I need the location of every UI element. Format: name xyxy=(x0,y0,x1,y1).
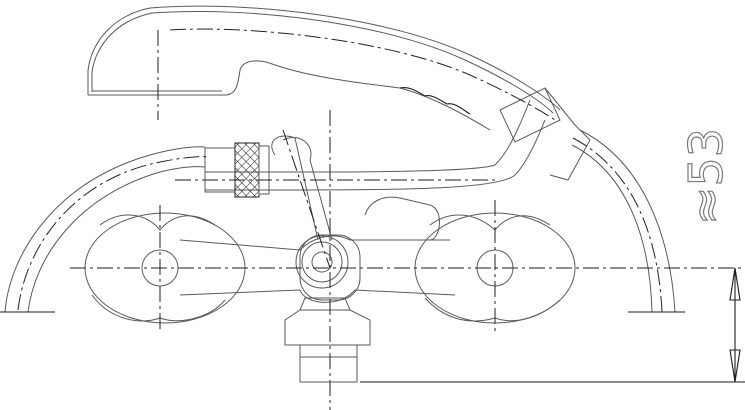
hose-connector xyxy=(204,147,236,193)
faucet-body xyxy=(179,196,456,303)
knurled-nut xyxy=(234,142,260,198)
shower-hose xyxy=(4,99,546,313)
dimension-label: ≈53 xyxy=(679,128,733,225)
shower-hose-right xyxy=(499,87,676,313)
shower-head xyxy=(87,5,561,131)
height-dimension xyxy=(360,267,745,383)
bottom-outlet xyxy=(284,297,371,383)
diverter-lever xyxy=(271,135,349,289)
centerlines xyxy=(17,28,745,410)
hose-collar xyxy=(258,145,270,195)
